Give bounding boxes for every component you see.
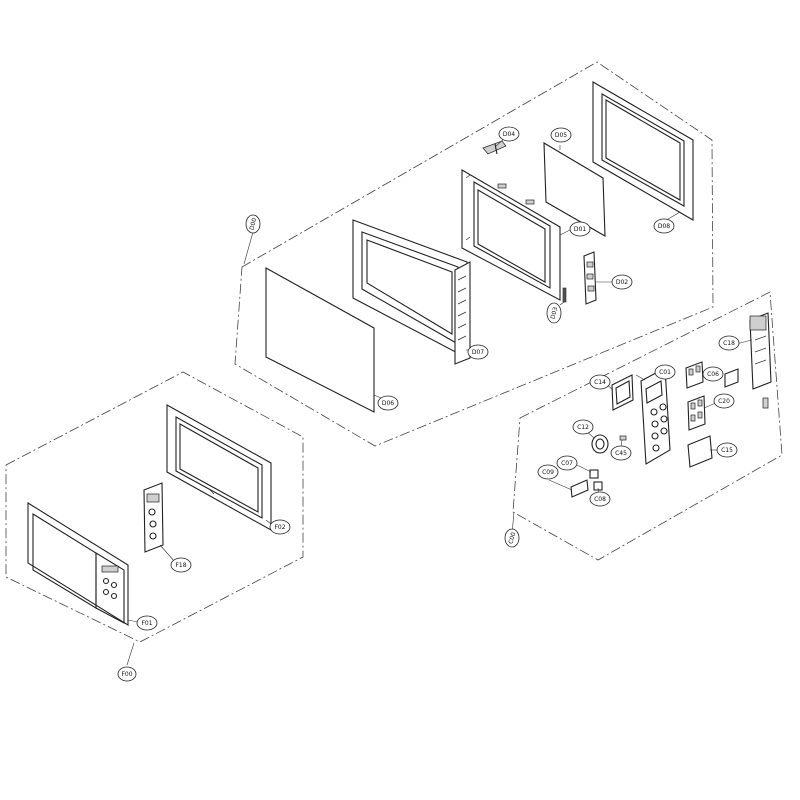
callout-label: F01	[141, 620, 152, 627]
callout-c08: C08	[589, 491, 611, 507]
callout-d08: D08	[653, 218, 675, 234]
callout-c07: C07	[556, 455, 578, 471]
callout-label: D02	[616, 279, 628, 286]
callout-d02: D02	[611, 274, 633, 290]
callout-c06: C06	[702, 366, 724, 382]
callout-label: C08	[594, 496, 606, 503]
callout-c00: C00	[504, 528, 520, 548]
callout-c14: C14	[589, 374, 611, 390]
callout-label: C09	[542, 469, 554, 476]
callout-c09: C09	[537, 464, 559, 480]
part-f02-inner-frame	[166, 404, 272, 531]
part-c07-button	[589, 469, 599, 479]
part-c15-bracket	[687, 435, 713, 468]
callout-label: C45	[615, 450, 627, 457]
callout-c20: C20	[713, 393, 735, 409]
callout-d07: D07	[467, 344, 489, 360]
callout-c15: C15	[716, 442, 738, 458]
door-assembly-boundary	[234, 61, 714, 447]
callout-d04: D04	[498, 126, 520, 142]
callout-label: C07	[561, 460, 573, 467]
callout-c45: C45	[610, 445, 632, 461]
callout-f02: F02	[269, 519, 291, 535]
callout-label: C18	[723, 340, 735, 347]
callout-label: C20	[718, 398, 730, 405]
callout-label: C14	[594, 379, 606, 386]
callout-label: D06	[382, 400, 394, 407]
door-assembly-group	[234, 61, 714, 447]
part-d04-latch-hook	[482, 140, 507, 155]
callout-f18: F18	[170, 557, 192, 573]
part-d05-film-sheet	[543, 142, 606, 237]
callout-label: F02	[274, 524, 285, 531]
callout-label: D05	[555, 132, 567, 139]
callout-d01: D01	[569, 221, 591, 237]
callout-c01: C01	[654, 364, 676, 380]
callout-label: D07	[472, 349, 484, 356]
part-f18-control-bracket	[143, 482, 164, 553]
callout-label: C01	[659, 369, 671, 376]
callout-f01: F01	[136, 615, 158, 631]
callout-d00: D00	[245, 214, 261, 234]
callout-label: C15	[721, 447, 733, 454]
leader-lines	[126, 137, 753, 666]
part-d08-outer-frame	[592, 81, 694, 221]
callout-label: D03	[550, 306, 560, 320]
callout-label: C00	[508, 531, 518, 544]
part-c18-pcb-board	[749, 312, 772, 390]
callout-label: D00	[249, 217, 259, 231]
callout-label: D01	[574, 226, 586, 233]
part-c45-pin	[619, 435, 627, 441]
callout-label: C12	[577, 424, 589, 431]
part-c08-button	[593, 481, 603, 491]
callout-d06: D06	[377, 395, 399, 411]
part-c12-knob	[591, 434, 609, 454]
part-c09-button-cap	[570, 479, 589, 498]
callout-label: C06	[707, 371, 719, 378]
part-c01-control-plate	[640, 367, 671, 465]
front-panel-boundary	[5, 371, 304, 643]
callout-c12: C12	[572, 419, 594, 435]
part-c20-switch-block	[687, 395, 706, 431]
control-panel-group	[512, 291, 783, 561]
part-led-indicator	[762, 397, 769, 409]
part-d02-latch-bar	[583, 251, 597, 305]
part-d07-door-frame	[352, 219, 471, 365]
front-panel-group	[5, 371, 304, 643]
callout-d05: D05	[550, 127, 572, 143]
callout-d03: D03	[546, 302, 562, 324]
part-d03-spring	[562, 287, 567, 303]
part-c06-switch-block	[685, 361, 739, 389]
callout-label: F00	[121, 671, 132, 678]
part-d06-glass-panel	[265, 267, 375, 413]
control-panel-boundary	[512, 291, 783, 561]
callout-label: F18	[175, 562, 186, 569]
part-f01-front-panel	[27, 502, 129, 626]
callout-label: D04	[503, 131, 515, 138]
callout-label: D08	[658, 223, 670, 230]
part-d01-inner-door	[461, 169, 561, 301]
callout-f00: F00	[117, 666, 137, 682]
callout-c18: C18	[718, 335, 740, 351]
